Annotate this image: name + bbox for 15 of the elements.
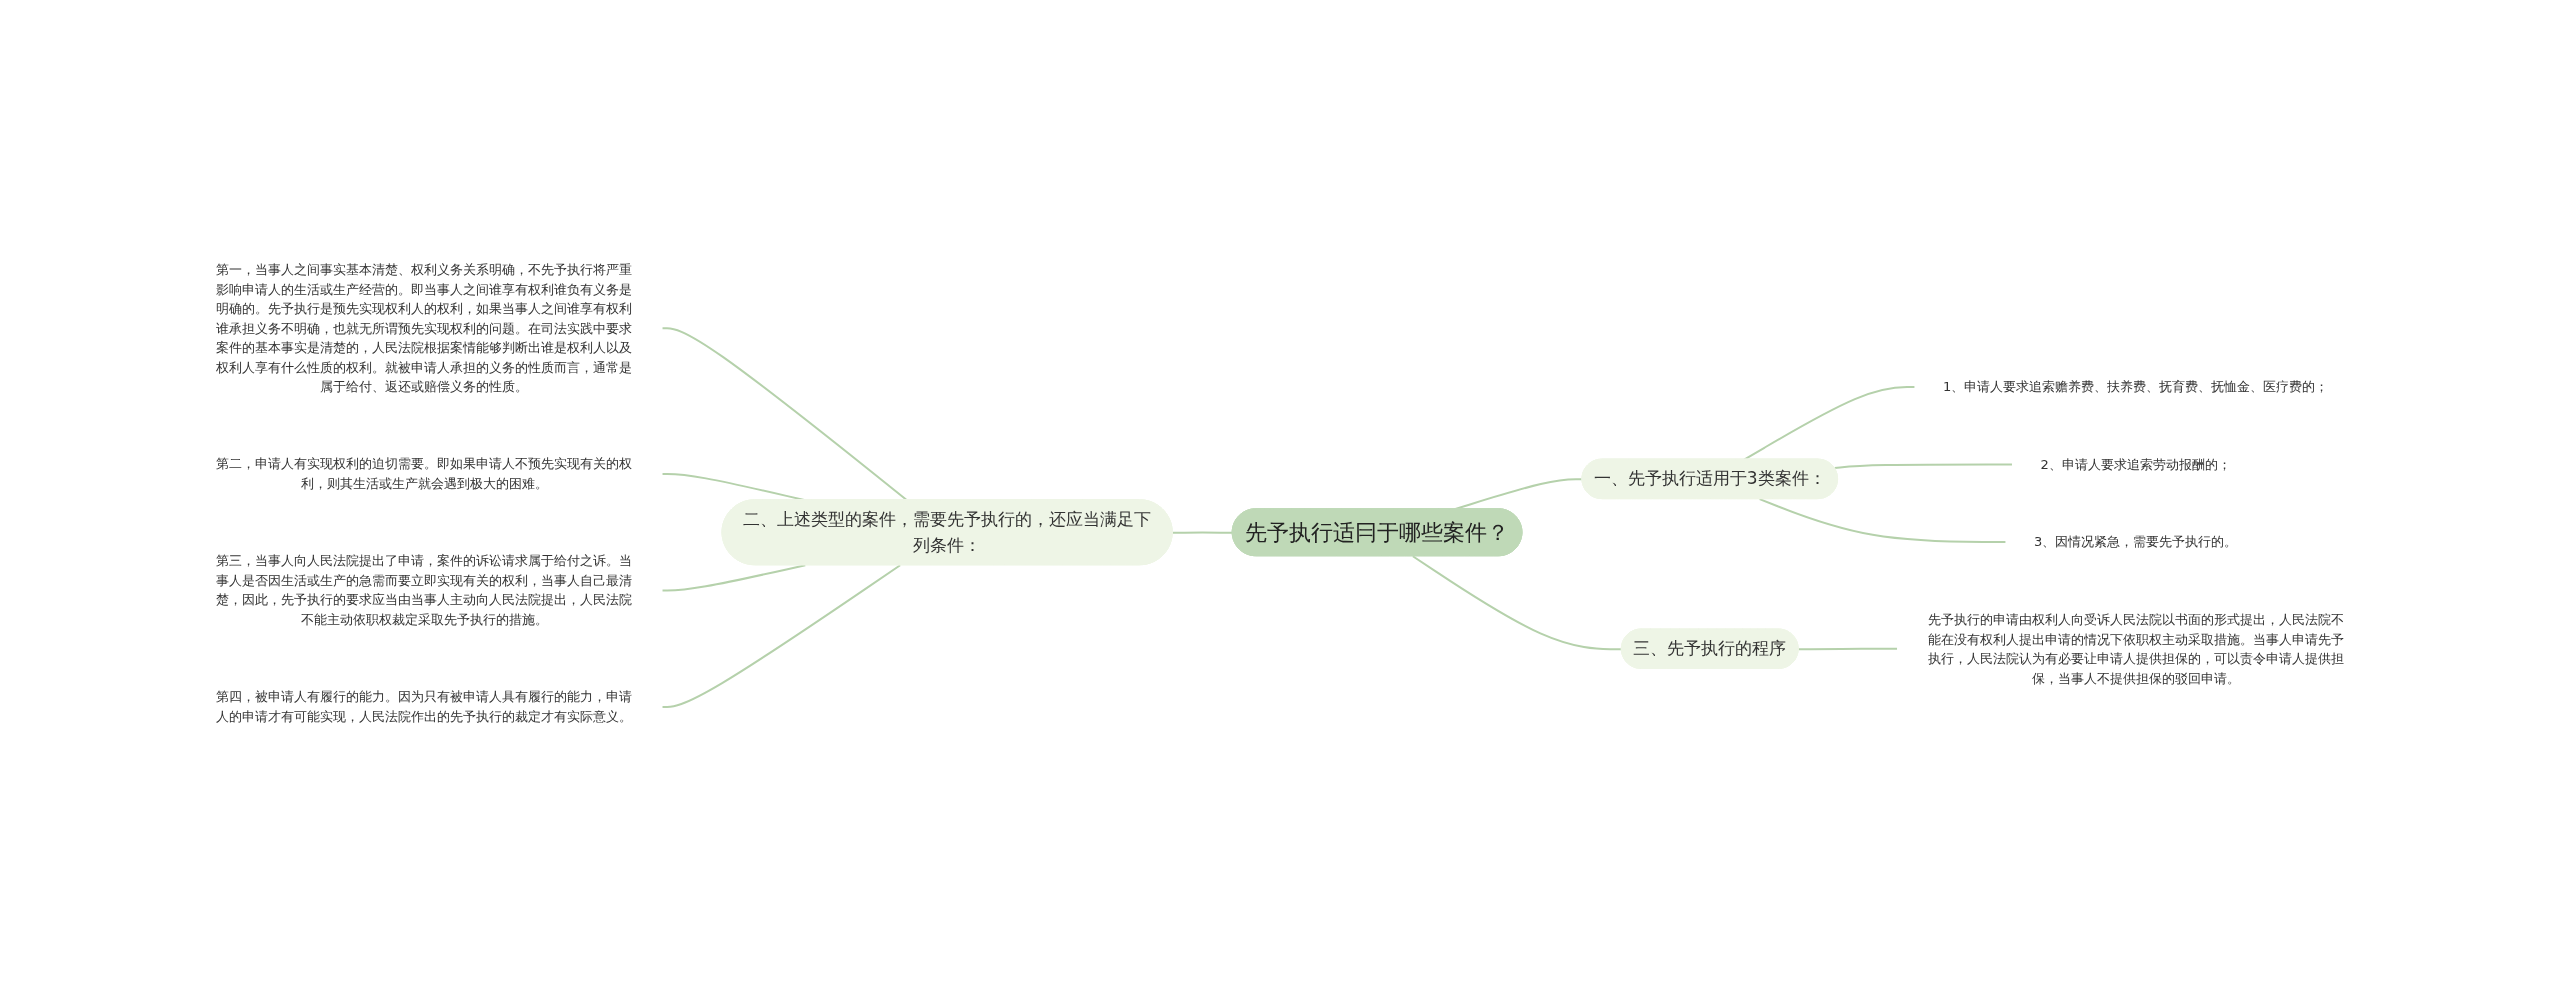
node-text: 2、申请人要求追索劳动报酬的； xyxy=(2040,456,2231,472)
node-text: 第三，当事人向人民法院提出了申请，案件的诉讼请求属于给付之诉。当事人是否因生活或生产的急需而要立即实现有关的权利，当事人自己最清楚，因此，先予执行的要求应当由当事人主动向人民法院提出，人民法院不能主动依职权裁定采取先予执行的措施。 xyxy=(216,553,633,627)
node-text: 1、申请人要求追索赡养费、扶养费、抚育费、抚恤金、医疗费的； xyxy=(1943,379,2329,394)
node-text: 第一，当事人之间事实基本清楚、权利义务关系明确，不先予执行将严重影响申请人的生活或生产经营的。即当事人之间谁享有权利谁负有义务是明确的。先予执行是预先实现权利人的权利，如果当事人之间谁享有权利谁承担义务不明确，也就无所谓预先实现权利的问题。在司法实践中要求案件的基本事实是清楚的，人民法院根据案情能够判断出谁是权利人以及权利人享有什么性质的权利。就被申请人承担的义务的性质而言，通常是属于给付、返还或赔偿义务的性质。 xyxy=(216,261,633,394)
node-text: 3、因情况紧急，需要先予执行的。 xyxy=(2034,533,2238,549)
node-text: 先予执行的申请由权利人向受诉人民法院以书面的形式提出，人民法院不能在没有权利人提出申请的情况下依职权主动采取措施。当事人申请先予执行，人民法院认为有必要让申请人提供担保的，可以责令申请人提供担保，当事人不提供担保的驳回申请。 xyxy=(1927,611,2344,685)
node-text: 第四，被申请人有履行的能力。因为只有被申请人具有履行的能力，申请人的申请才有可能实现，人民法院作出的先予执行的裁定才有实际意义。 xyxy=(216,689,633,724)
connector xyxy=(1758,497,2008,543)
connector xyxy=(661,327,909,501)
connector xyxy=(1171,531,1234,534)
connector xyxy=(1797,647,1899,650)
connector xyxy=(661,564,902,708)
node-text: 第二，申请人有实现权利的迫切需要。即如果申请人不预先实现有关的权利，则其生活或生产就会遇到极大的困难。 xyxy=(216,456,633,491)
connector xyxy=(661,564,807,592)
connector xyxy=(1833,463,2014,469)
